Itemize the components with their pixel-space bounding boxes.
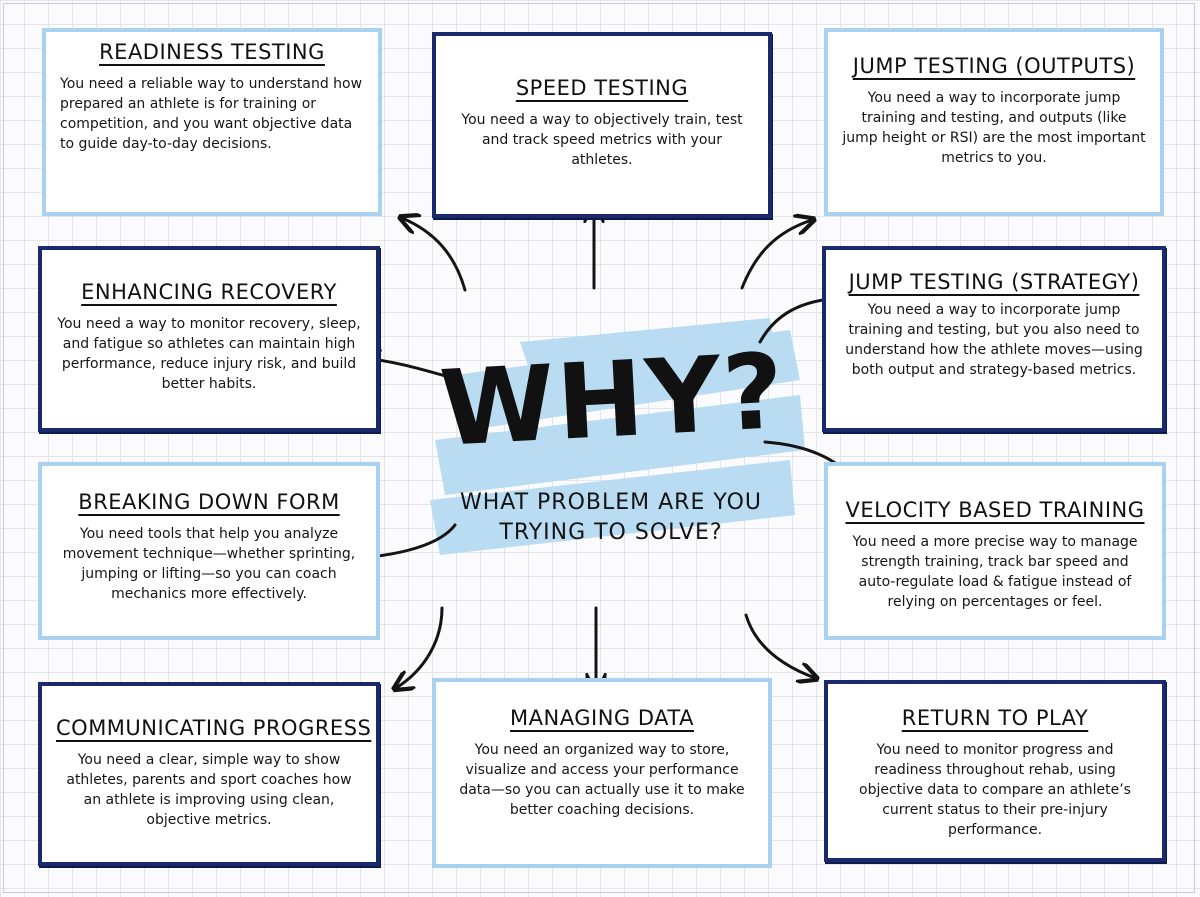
highlight-brush	[430, 318, 805, 555]
card-title: RETURN TO PLAY	[901, 706, 1089, 730]
card-speed-testing: SPEED TESTING You need a way to objectiv…	[432, 32, 772, 218]
card-text: You need tools that help you analyze mov…	[62, 526, 356, 602]
card-title: JUMP TESTING (OUTPUTS)	[852, 54, 1136, 78]
arrow-to-progress	[396, 606, 444, 688]
card-jump-testing-strategy: JUMP TESTING (STRATEGY) You need a way t…	[822, 246, 1166, 432]
arrow-to-rtp	[744, 613, 815, 678]
card-text: You need a way to objectively train, tes…	[461, 112, 743, 168]
card-text: You need a more precise way to manage st…	[852, 534, 1138, 610]
center-question: WHAT PROBLEM ARE YOU TRYING TO SOLVE?	[459, 490, 763, 545]
card-title: COMMUNICATING PROGRESS	[56, 716, 372, 740]
card-title: SPEED TESTING	[515, 76, 689, 100]
arrow-to-readiness	[402, 218, 467, 292]
card-enhancing-recovery: ENHANCING RECOVERY You need a way to mon…	[38, 246, 380, 432]
card-title: JUMP TESTING (STRATEGY)	[848, 270, 1140, 294]
card-readiness-testing: READINESS TESTING You need a reliable wa…	[42, 28, 382, 216]
card-text: You need a clear, simple way to show ath…	[66, 752, 352, 828]
card-title: MANAGING DATA	[510, 706, 694, 730]
card-text: You need a reliable way to understand ho…	[60, 76, 363, 152]
card-title: ENHANCING RECOVERY	[81, 280, 337, 304]
center-title: WHY?	[437, 329, 789, 470]
card-managing-data: MANAGING DATA You need an organized way …	[432, 678, 772, 868]
card-title: VELOCITY BASED TRAINING	[845, 498, 1145, 522]
card-text: You need to monitor progress and readine…	[859, 742, 1131, 838]
card-text: You need a way to incorporate jump train…	[842, 90, 1146, 166]
card-breaking-down-form: BREAKING DOWN FORM You need tools that h…	[38, 462, 380, 640]
card-text: You need an organized way to store, visu…	[459, 742, 745, 818]
card-title: BREAKING DOWN FORM	[78, 490, 340, 514]
card-text: You need a way to incorporate jump train…	[845, 302, 1143, 378]
card-return-to-play: RETURN TO PLAY You need to monitor progr…	[824, 680, 1166, 862]
card-velocity-based-training: VELOCITY BASED TRAINING You need a more …	[824, 462, 1166, 640]
card-title: READINESS TESTING	[99, 40, 325, 64]
arrow-to-jump-outputs	[740, 220, 812, 290]
card-communicating-progress: COMMUNICATING PROGRESS You need a clear,…	[38, 682, 380, 866]
card-text: You need a way to monitor recovery, slee…	[57, 316, 361, 392]
card-jump-testing-outputs: JUMP TESTING (OUTPUTS) You need a way to…	[824, 28, 1164, 216]
